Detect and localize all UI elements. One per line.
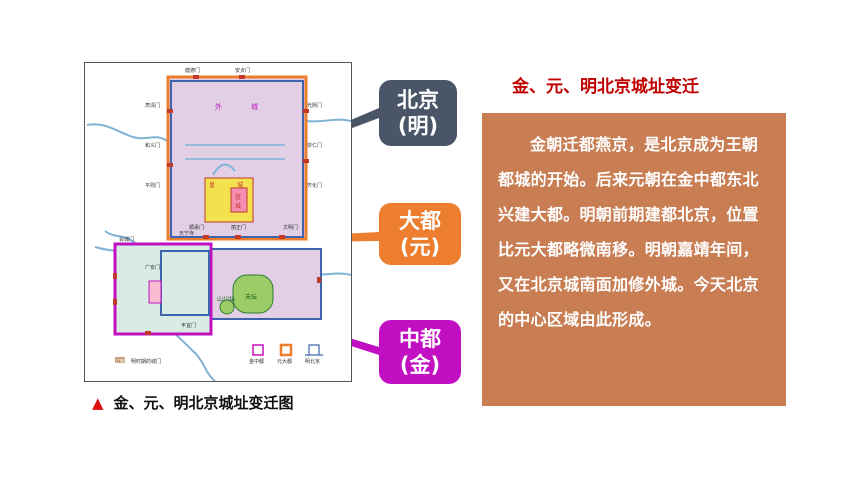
gate-label: 健德门 — [185, 67, 200, 74]
legend-gate-swatch — [115, 357, 125, 363]
description-text-box: 金朝迁都燕京，是北京成为王朝都城的开始。后来元朝在金中都东北兴建大都。明朝前期建… — [482, 113, 786, 406]
map-caption: ▲ 金、元、明北京城址变迁图 — [92, 392, 294, 413]
legend-yuan-swatch — [279, 343, 293, 357]
river — [304, 118, 351, 123]
altar-label: 天坛 — [245, 293, 257, 301]
legend-yuan-label: 元大都 — [277, 358, 292, 365]
legend-ming-label: 明北京 — [305, 358, 320, 365]
river — [104, 230, 136, 244]
gate-label: 安贞门 — [235, 67, 250, 74]
triangle-marker-icon: ▲ — [92, 394, 104, 412]
gate-label: 天宁寺 — [179, 230, 194, 237]
gate-label: 肃清门 — [145, 102, 160, 109]
district-label: 皇 — [209, 181, 215, 189]
legend-gate-label: 明时期的城门 — [131, 358, 161, 365]
legend-gate-sample: 广安门 — [116, 357, 128, 363]
gate-label: 丰宜门 — [181, 322, 196, 329]
district-label: 宫 — [235, 193, 241, 201]
gate-label: 顺承门 — [189, 224, 204, 231]
palace-city — [230, 187, 248, 213]
callout-yuan-dynasty: (元) — [399, 235, 441, 259]
canal — [185, 144, 285, 160]
legend-jin-swatch — [252, 344, 264, 356]
map-legend: 金中都 元大都 明北京 广安门 明时期的城门 — [115, 343, 323, 365]
gate-label: 齐化门 — [307, 182, 322, 189]
callout-jin: 中都 (金) — [379, 320, 461, 384]
legend-jin-label: 金中都 — [249, 358, 264, 365]
gate-label: 会城门 — [119, 236, 134, 243]
map-caption-text: 金、元、明北京城址变迁图 — [113, 394, 294, 412]
jin-zhongdu-outline — [113, 242, 213, 336]
callout-yuan: 大都 (元) — [379, 203, 461, 265]
callout-ming-dynasty: (明) — [397, 114, 439, 138]
map-canvas: 健德门 安贞门 文明门 丽正门 顺承门 会城门 广安门 丰宜门 天宁寺 光熙门 … — [86, 67, 351, 381]
gate-label: 崇仁门 — [307, 142, 322, 149]
callout-jin-name: 中都 — [399, 327, 441, 351]
lake — [212, 163, 236, 176]
altar-label: 山川坛 — [217, 295, 235, 303]
district-label: 外 — [215, 102, 222, 111]
gate-label: 和义门 — [145, 142, 160, 149]
gate-label: 平则门 — [145, 182, 160, 189]
gate-label: 文明门 — [283, 224, 298, 231]
legend-ming-swatch — [305, 344, 323, 356]
callout-ming: 北京 (明) — [379, 80, 457, 146]
district-label: 城 — [251, 103, 258, 111]
gate-markers — [113, 75, 321, 335]
gate-label: 光熙门 — [307, 102, 322, 109]
temple-of-heaven — [232, 274, 274, 314]
jin-palace — [148, 280, 162, 304]
gate-label: 广安门 — [145, 264, 160, 271]
district-label: 城 — [235, 203, 241, 210]
panel-title: 金、元、明北京城址变迁 — [512, 77, 699, 97]
district-label: 城 — [237, 182, 243, 189]
river — [86, 123, 168, 142]
xiannongtan-altar — [219, 299, 235, 315]
historical-map: 健德门 安贞门 文明门 丽正门 顺承门 会城门 广安门 丰宜门 天宁寺 光熙门 … — [84, 62, 352, 382]
callout-yuan-name: 大都 — [399, 209, 441, 233]
gate-label: 丽正门 — [231, 224, 246, 231]
callout-jin-dynasty: (金) — [399, 353, 441, 377]
callout-ming-name: 北京 — [397, 88, 439, 112]
